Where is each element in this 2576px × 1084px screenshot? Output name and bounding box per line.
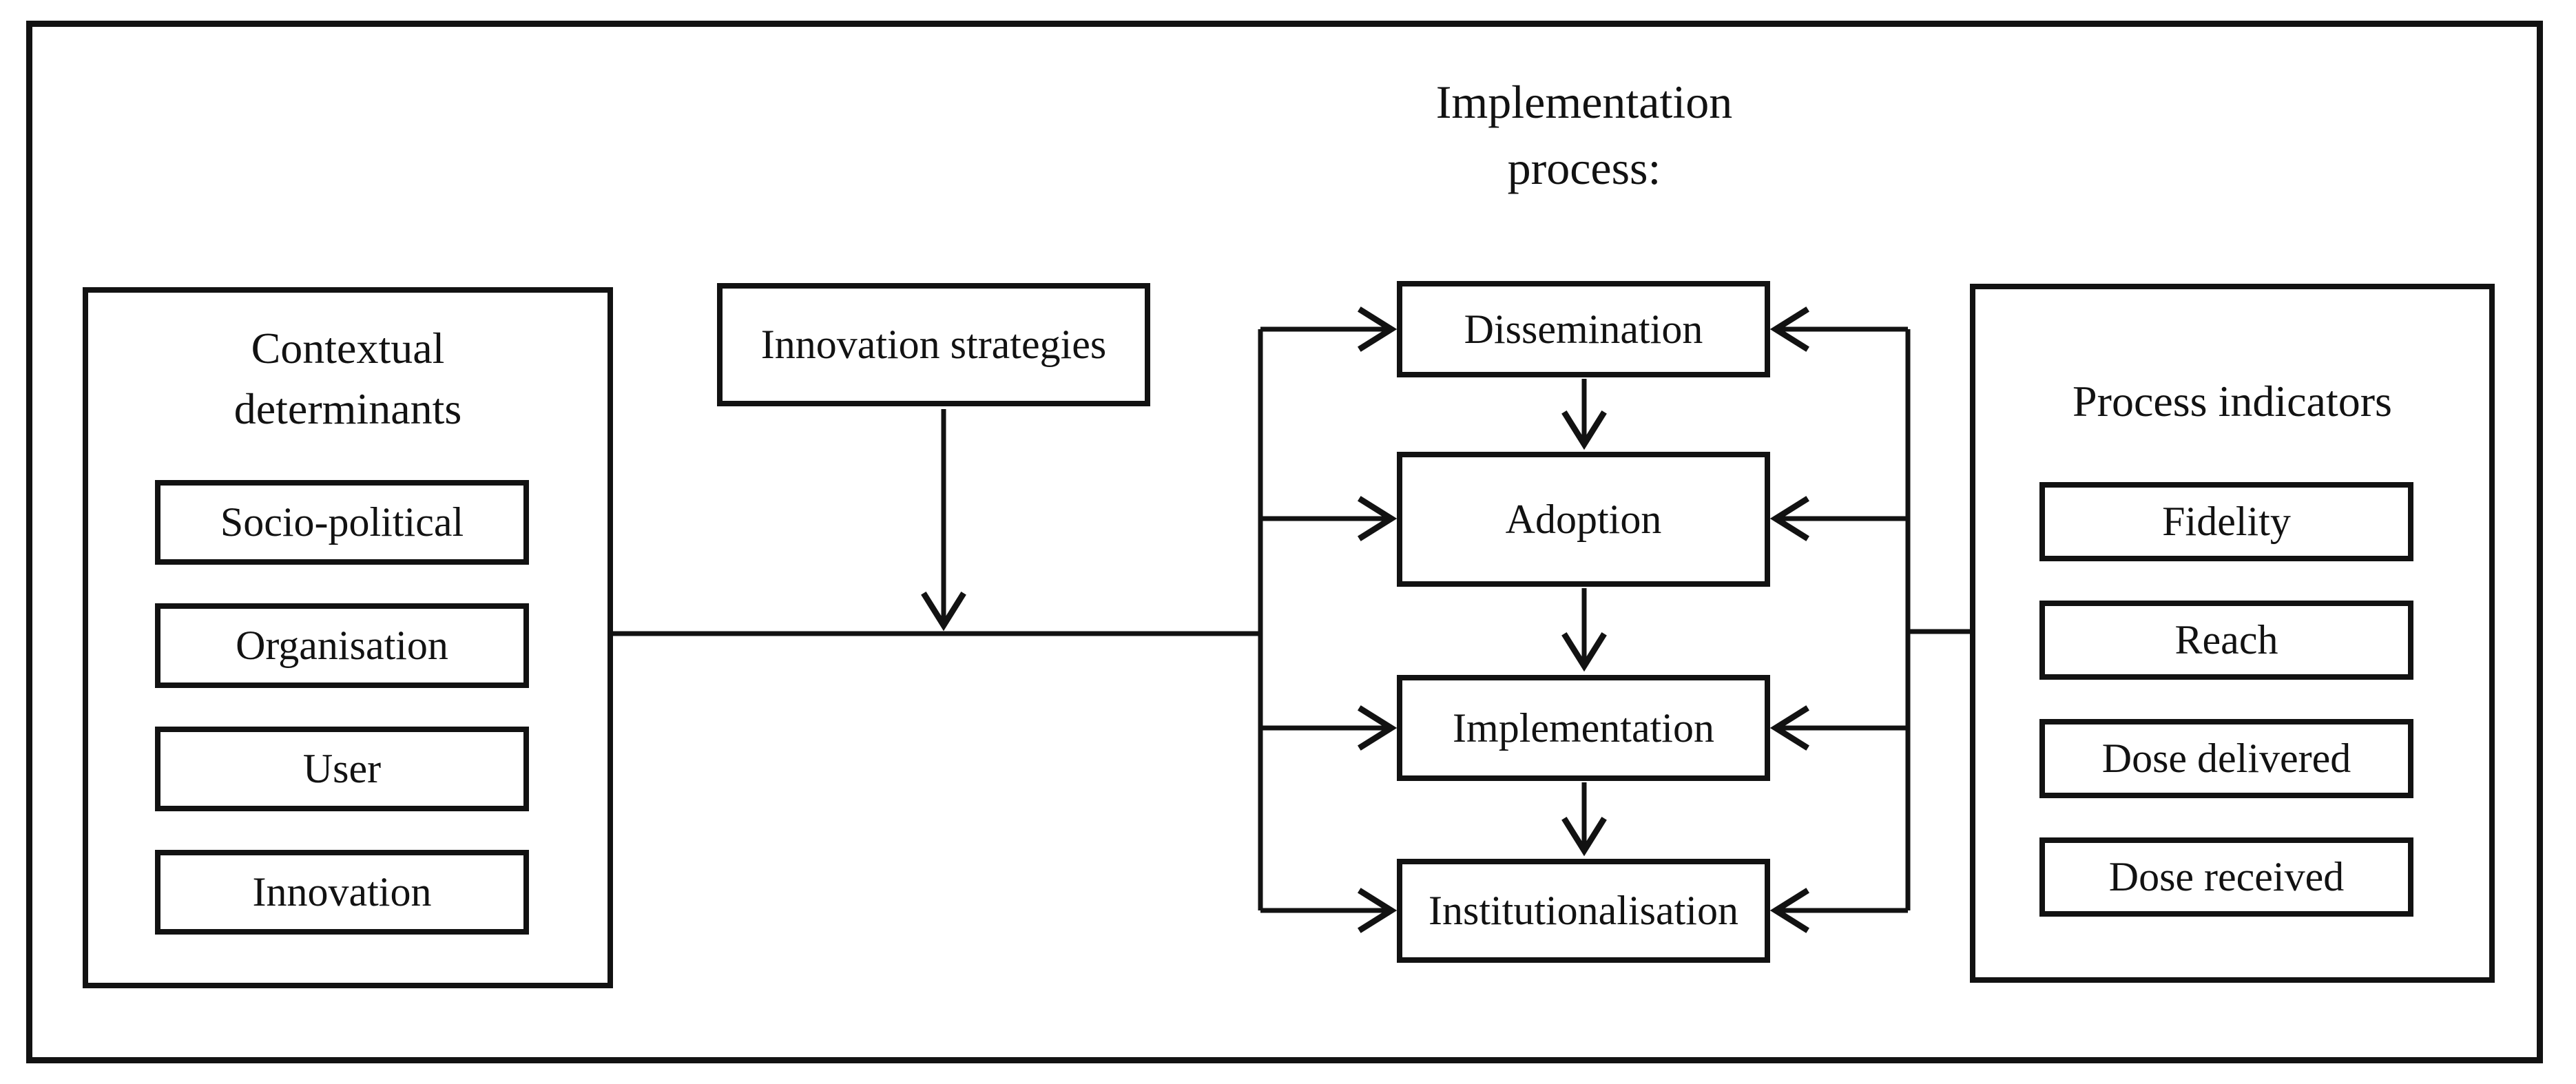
innovation-strategies-box: Innovation strategies xyxy=(717,283,1150,406)
innovation-strategies-label: Innovation strategies xyxy=(760,322,1107,367)
box-innovation: Innovation xyxy=(155,850,529,935)
box-socio-political-label: Socio-political xyxy=(220,499,464,545)
contextual-heading-line1: Contextual xyxy=(251,324,445,373)
diagram-title: Implementation process: xyxy=(1274,69,1894,201)
box-reach: Reach xyxy=(2039,601,2413,680)
stage-box-adoption: Adoption xyxy=(1397,452,1770,587)
box-innovation-label: Innovation xyxy=(252,869,432,915)
contextual-determinants-box xyxy=(83,287,613,988)
box-dose-received-label: Dose received xyxy=(2108,854,2345,899)
process-indicators-box xyxy=(1970,284,2495,983)
contextual-determinants-heading: Contextual determinants xyxy=(96,318,599,439)
stage-dissemination-label: Dissemination xyxy=(1464,306,1703,352)
process-indicators-heading-label: Process indicators xyxy=(2073,377,2392,426)
process-indicators-heading: Process indicators xyxy=(1984,377,2481,426)
box-fidelity: Fidelity xyxy=(2039,482,2413,561)
box-fidelity-label: Fidelity xyxy=(2162,499,2291,544)
stage-institutionalisation-label: Institutionalisation xyxy=(1429,888,1738,933)
box-user: User xyxy=(155,727,529,811)
box-dose-delivered: Dose delivered xyxy=(2039,719,2413,798)
diagram-title-line1: Implementation xyxy=(1435,76,1733,128)
contextual-heading-line2: determinants xyxy=(233,384,462,433)
box-socio-political: Socio-political xyxy=(155,480,529,565)
box-dose-delivered-label: Dose delivered xyxy=(2101,736,2351,781)
outer-frame xyxy=(26,21,2543,1063)
stage-box-dissemination: Dissemination xyxy=(1397,281,1770,377)
diagram-title-line2: process: xyxy=(1507,142,1661,194)
stage-box-institutionalisation: Institutionalisation xyxy=(1397,859,1770,963)
box-organisation-label: Organisation xyxy=(236,623,448,668)
stage-adoption-label: Adoption xyxy=(1505,496,1662,542)
box-reach-label: Reach xyxy=(2174,617,2278,663)
box-user-label: User xyxy=(302,746,382,791)
box-organisation: Organisation xyxy=(155,603,529,688)
stage-implementation-label: Implementation xyxy=(1453,705,1714,751)
stage-box-implementation: Implementation xyxy=(1397,675,1770,781)
box-dose-received: Dose received xyxy=(2039,837,2413,917)
